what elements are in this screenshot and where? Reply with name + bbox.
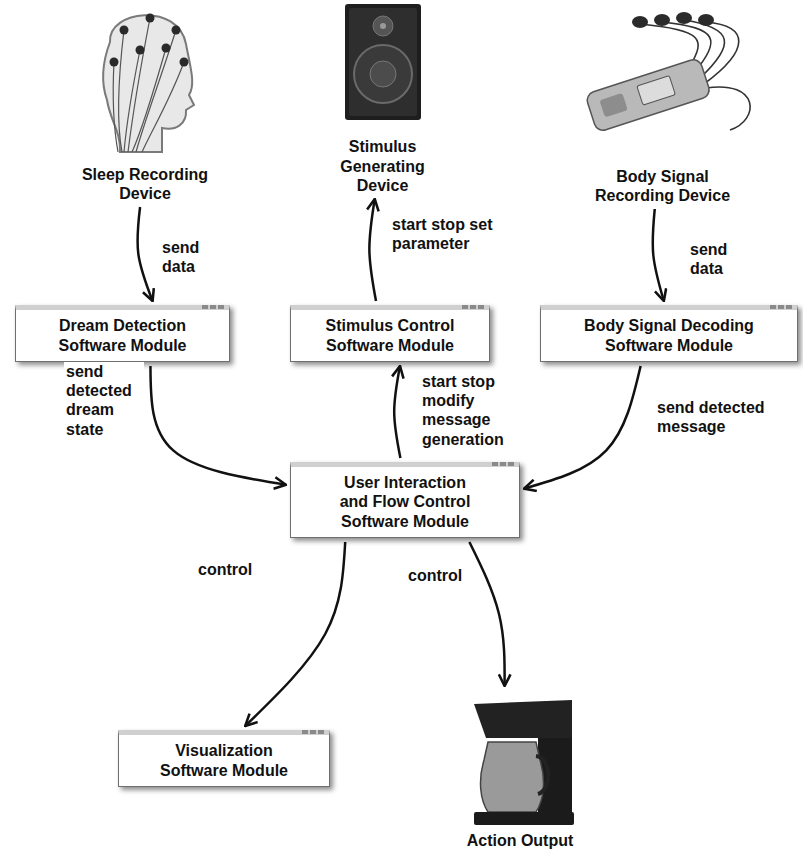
node-label: Body Signal Recording Device [578, 167, 748, 205]
flow-arrow [369, 199, 376, 301]
edge-label: start stop modify message generation [420, 372, 524, 449]
tweeter-dome [380, 23, 386, 29]
node-text-group: Body Signal Decoding Software Module [577, 316, 762, 354]
node-label: User Interaction and Flow Control Softwa… [330, 473, 480, 531]
node-label: Action Output [467, 831, 574, 850]
edge-label: send detected message [655, 398, 784, 436]
flow-arrow [137, 207, 152, 301]
edge-label: send data [688, 240, 744, 278]
woofer-cone [370, 61, 396, 87]
software-module-box: Visualization Software Module [118, 730, 330, 787]
speaker-cabinet [345, 4, 421, 120]
speaker-front [349, 8, 417, 116]
node-text-group: Visualization Software Module [149, 741, 299, 779]
node-label: Body Signal Decoding Software Module [577, 316, 762, 354]
flow-arrow [150, 366, 286, 485]
edge-label: start stop set parameter [390, 215, 506, 253]
node-text-group: Body Signal Recording Device [578, 167, 748, 205]
node-text-group: Stimulus Control Software Module [315, 316, 465, 354]
software-module-box: Body Signal Decoding Software Module [540, 305, 798, 362]
flow-arrow [469, 542, 504, 686]
speaker-illustration [345, 4, 421, 120]
node-text-group: User Interaction and Flow Control Softwa… [330, 473, 480, 531]
edge-label: control [406, 566, 464, 585]
coffee-hood [474, 700, 572, 738]
body-signal-device-illustration [585, 12, 750, 133]
flow-arrow [394, 366, 400, 458]
node-text-group: Dream Detection Software Module [48, 316, 198, 354]
coffee-maker-illustration [474, 700, 574, 825]
software-module-box: Stimulus Control Software Module [290, 305, 490, 362]
edge-label: control [196, 560, 254, 579]
coffee-carafe [481, 742, 544, 812]
head-shape [103, 15, 194, 152]
node-label: Dream Detection Software Module [48, 316, 198, 354]
tweeter [373, 16, 393, 36]
eeg-head-illustration [103, 14, 194, 153]
node-label: Sleep Recording Device [75, 165, 215, 203]
node-text-group: Stimulus Generating Device [330, 137, 435, 195]
device-node: Stimulus Generating Device [318, 0, 447, 195]
software-module-box: User Interaction and Flow Control Softwa… [290, 462, 520, 538]
coffee-base [474, 812, 574, 825]
edge-label: send detected dream state [64, 362, 144, 439]
device-node: Action Output [450, 690, 590, 850]
node-text-group: Action Output [467, 831, 574, 850]
woofer [354, 45, 412, 103]
electrode-pads [632, 12, 714, 28]
recorder-body [585, 57, 711, 132]
flow-arrow [245, 542, 345, 726]
flow-arrow [653, 209, 664, 301]
carafe-handle [536, 756, 548, 794]
electrode-wires [113, 18, 184, 152]
edge-label: send data [160, 238, 216, 276]
electrodes [110, 14, 189, 67]
flow-arrow [524, 366, 641, 489]
node-label: Stimulus Generating Device [330, 137, 435, 195]
device-node: Sleep Recording Device [63, 5, 227, 203]
node-text-group: Sleep Recording Device [75, 165, 215, 203]
software-module-box: Dream Detection Software Module [15, 305, 230, 362]
device-node: Body Signal Recording Device [566, 10, 760, 205]
node-label: Visualization Software Module [149, 741, 299, 779]
node-label: Stimulus Control Software Module [315, 316, 465, 354]
